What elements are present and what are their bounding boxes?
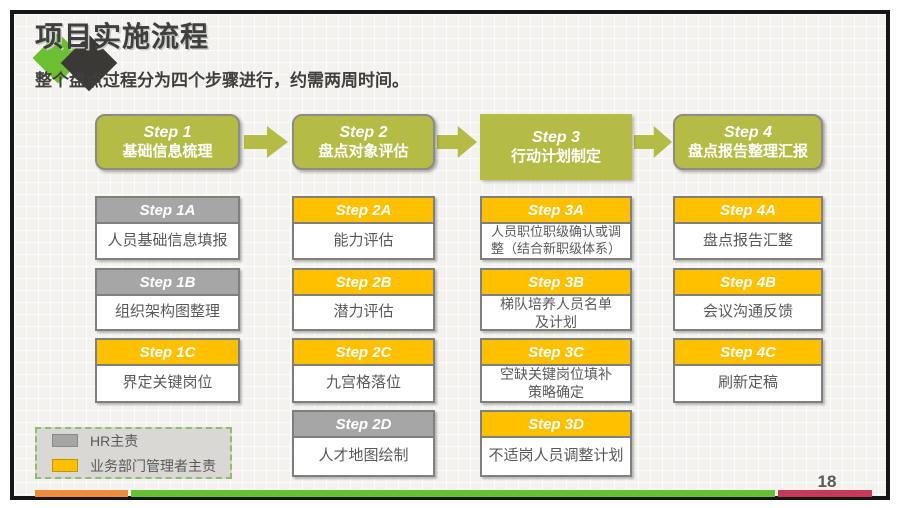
substep-step-4a: Step 4A 盘点报告汇整 (673, 196, 823, 260)
step-title: 盘点对象评估 (318, 142, 409, 160)
substep-text: 梯队培养人员名单及计划 (500, 296, 612, 330)
substep-text: 人才地图绘制 (318, 447, 409, 465)
step-label: Step 2 (339, 123, 388, 141)
footer-bar-orange (35, 490, 128, 497)
substep-text: 界定关键岗位 (122, 374, 213, 392)
substep-step-4b: Step 4B 会议沟通反馈 (673, 268, 823, 331)
step-title: 盘点报告整理汇报 (687, 142, 808, 160)
substep-step-2b: Step 2B 潜力评估 (292, 268, 435, 331)
legend-item: 业务部门管理者主责 (52, 456, 230, 476)
substep-header: Step 1B (97, 270, 238, 296)
footer-bar-red (778, 490, 872, 497)
substep-text: 人员基础信息填报 (107, 231, 228, 249)
page-title: 项目实施流程 (35, 21, 210, 52)
substep-step-2a: Step 2A 能力评估 (292, 196, 435, 260)
substep-header: Step 3A (482, 198, 630, 224)
substep-text: 会议沟通反馈 (702, 303, 793, 321)
step-label: Step 1 (143, 123, 192, 141)
substep-text: 能力评估 (333, 231, 394, 249)
substep-step-1b: Step 1B 组织架构图整理 (95, 268, 240, 331)
page-number: 18 (817, 472, 837, 491)
substep-text: 九宫格落位 (325, 374, 401, 392)
substep-header: Step 4C (675, 340, 821, 366)
substep-step-1a: Step 1A 人员基础信息填报 (95, 196, 240, 260)
substep-step-4c: Step 4C 刷新定稿 (673, 338, 823, 403)
substep-step-2c: Step 2C 九宫格落位 (292, 338, 435, 403)
substep-header: Step 4B (675, 270, 821, 296)
step-label: Step 3 (531, 128, 580, 146)
legend-label: HR主责 (90, 432, 139, 449)
substep-text: 空缺关键岗位填补策略确定 (500, 366, 612, 400)
substep-text: 人员职位职级确认或调整（结合新职级体系） (490, 224, 621, 256)
substep-step-2d: Step 2D 人才地图绘制 (292, 410, 435, 477)
substep-step-1c: Step 1C 界定关键岗位 (95, 338, 240, 403)
legend-swatch-hr (52, 434, 78, 447)
legend-label: 业务部门管理者主责 (90, 457, 216, 474)
legend: HR主责业务部门管理者主责 (35, 427, 232, 479)
flow-arrow-right-icon (634, 126, 672, 158)
substep-header: Step 3C (482, 340, 630, 366)
substep-header: Step 2C (294, 340, 433, 366)
legend-item: HR主责 (52, 431, 230, 451)
substep-header: Step 4A (675, 198, 821, 224)
step-label: Step 4 (723, 123, 772, 141)
flow-arrow-right-icon (437, 126, 477, 158)
substep-header: Step 2A (294, 198, 433, 224)
substep-text: 盘点报告汇整 (702, 231, 793, 249)
substep-header: Step 3D (482, 412, 630, 438)
substep-text: 不适岗人员调整计划 (488, 447, 624, 465)
substep-header: Step 1C (97, 340, 238, 366)
footer-bar-green (131, 490, 775, 497)
substep-header: Step 2D (294, 412, 433, 438)
substep-text: 潜力评估 (333, 303, 394, 321)
legend-swatch-business (52, 459, 78, 472)
substep-header: Step 1A (97, 198, 238, 224)
step-title: 基础信息梳理 (122, 142, 213, 160)
substep-text: 组织架构图整理 (114, 303, 220, 321)
subtitle: 整个盘点过程分为四个步骤进行，约需两周时间。 (35, 71, 409, 90)
step-title: 行动计划制定 (510, 147, 601, 165)
flow-arrow-right-icon (244, 126, 288, 158)
substep-step-3d: Step 3D 不适岗人员调整计划 (480, 410, 632, 477)
substep-header: Step 3B (482, 270, 630, 296)
substep-text: 刷新定稿 (717, 374, 778, 392)
substep-header: Step 2B (294, 270, 433, 296)
